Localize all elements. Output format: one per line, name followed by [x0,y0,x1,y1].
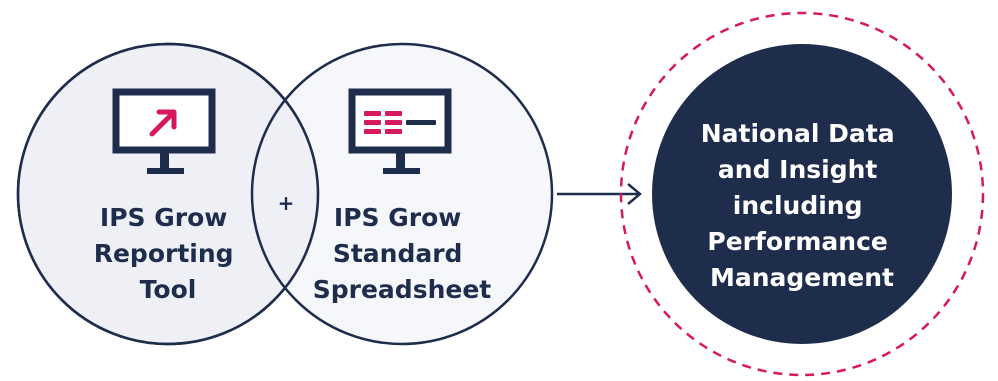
monitor-with-spreadsheet-icon [348,88,452,174]
national-data-label: National Data and Insight including Perf… [701,119,904,292]
plus-sign: + [278,191,295,215]
standard-spreadsheet-line: Standard [333,239,463,268]
national-data-line: including [733,191,863,220]
reporting-tool-line: Tool [140,275,197,304]
national-data-line: Performance [707,227,887,256]
national-data-line: Management [710,263,894,292]
reporting-tool-line: Reporting [94,239,234,268]
reporting-tool-line: IPS Grow [100,203,227,232]
standard-spreadsheet-label: IPS Grow Standard Spreadsheet [313,203,492,304]
national-data-line: National Data [701,119,895,148]
national-data-circle [652,44,952,344]
reporting-tool-label: IPS Grow Reporting Tool [94,203,243,304]
monitor-with-arrow-icon [112,88,216,174]
arrow-right-icon [557,183,642,205]
standard-spreadsheet-line: Spreadsheet [313,275,492,304]
standard-spreadsheet-line: IPS Grow [334,203,461,232]
national-data-line: and Insight [718,155,878,184]
standard-spreadsheet-circle [250,42,554,346]
result-dashed-ring [619,11,985,377]
